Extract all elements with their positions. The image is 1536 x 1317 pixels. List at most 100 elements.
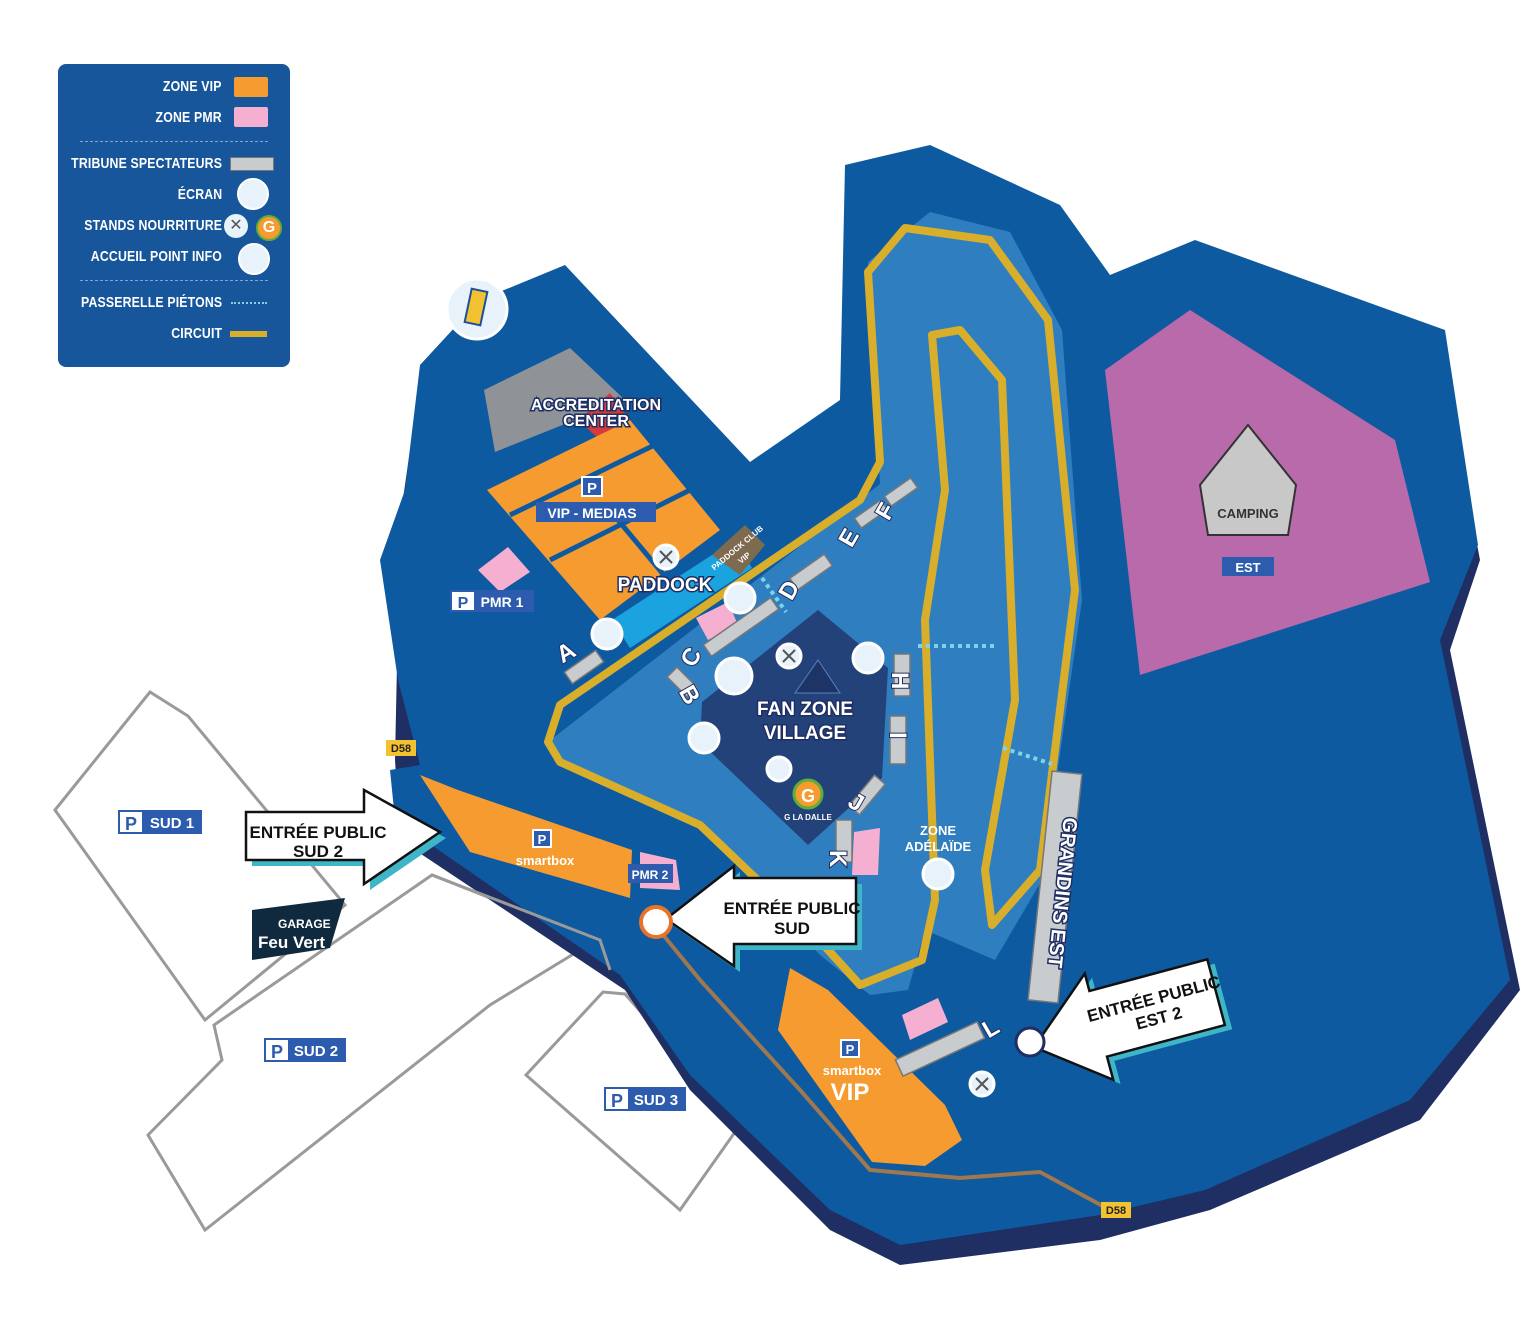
zone-adelaide-label: ADÉLAÏDE: [905, 839, 972, 854]
paddock-club-vip: [712, 525, 765, 575]
zone-adelaide-label: ZONE: [920, 823, 956, 838]
d58-badge: [1101, 1202, 1131, 1218]
entrance-sud-label: SUD: [774, 919, 810, 938]
grandstand-icon: [230, 157, 274, 171]
grandstand-h: [893, 653, 911, 697]
accreditation-building: [484, 348, 625, 452]
legend-swatch-pmr: [234, 107, 268, 127]
pmr1-label: PMR 1: [481, 594, 524, 610]
grandstand-d: [788, 553, 834, 591]
parking-p: P: [125, 814, 137, 834]
accreditation-label: CENTER: [563, 413, 629, 430]
parking-sud1-label: SUD 1: [150, 815, 194, 832]
footbridge: [760, 576, 788, 614]
pmr2-badge: [628, 864, 673, 883]
grandstand-grandins-est: [1027, 770, 1083, 1004]
grandstand-l: [894, 1020, 986, 1078]
legend-stands: STANDS NOURRITURE: [84, 217, 222, 234]
garage-logo-text: Feu Vert: [258, 933, 325, 952]
d58-label: D58: [1106, 1205, 1126, 1217]
legend-tribune: TRIBUNE SPECTATEURS: [71, 155, 222, 172]
road-d58: [653, 923, 1111, 1212]
vip-zone-southeast: [778, 968, 962, 1166]
fan-zone-label: VILLAGE: [764, 723, 846, 744]
entrance-sud-label: ENTRÉE PUBLIC: [724, 899, 861, 918]
paddock-area: [612, 540, 752, 648]
footbridge-icon: [231, 302, 267, 304]
legend-zone-pmr: ZONE PMR: [155, 109, 222, 126]
screen-icon: [921, 857, 955, 891]
parking-p: P: [611, 1091, 623, 1111]
vip-zone-south: [420, 775, 632, 898]
legend-circuit: CIRCUIT: [170, 325, 222, 342]
screen-icon: [687, 721, 721, 755]
legend-swatch-vip: [234, 77, 268, 97]
est-badge: [1222, 557, 1274, 576]
camping-tent-icon: [1198, 423, 1298, 536]
legend-passerelle: PASSERELLE PIÉTONS: [80, 294, 222, 311]
entrance-sud2[interactable]: ENTRÉE PUBLIC SUD 2: [244, 787, 446, 890]
pmr1-p: P: [458, 595, 469, 612]
entrance-sud2-label: ENTRÉE PUBLIC: [250, 823, 387, 842]
info-point-icon: [238, 243, 270, 275]
legend: ZONE VIP ZONE PMR TRIBUNE SPECTATEURS ÉC…: [58, 64, 290, 367]
garage-feu-vert-logo: [252, 898, 345, 960]
parking-p-label: P: [846, 1042, 855, 1057]
camping-label: CAMPING: [1217, 506, 1278, 521]
road-sud: [431, 873, 612, 971]
parking-p: P: [271, 1042, 283, 1062]
legend-ecran: ÉCRAN: [177, 186, 222, 203]
grandstand-k: [835, 819, 853, 863]
entrance-sud[interactable]: ENTRÉE PUBLIC SUD: [639, 863, 862, 972]
g-la-dalle-label: G LA DALLE: [784, 813, 832, 822]
fan-zone-label: FAN ZONE: [757, 699, 853, 720]
pmr-zone-k: [852, 828, 880, 875]
infield-area: [548, 212, 1082, 995]
tribune-letter-i: I: [884, 732, 911, 739]
parking-p-badge: [581, 476, 603, 497]
vip-label: VIP: [831, 1079, 870, 1106]
footbridge: [1002, 746, 1053, 766]
screen-icon: [723, 581, 757, 615]
food-icon: ✕: [224, 214, 248, 238]
parking-sud2-label: SUD 2: [294, 1043, 338, 1060]
grandstand-f: [883, 476, 919, 508]
grandstand-i: [889, 715, 907, 765]
smartbox-logo: smartbox: [516, 853, 575, 868]
stage-icon: [714, 656, 754, 696]
entrance-marker: [639, 905, 673, 939]
entrance-sud2-label: SUD 2: [293, 842, 343, 861]
d58-badge: [386, 740, 416, 756]
food-icon: [765, 755, 793, 783]
tribune-letter-k: K: [824, 850, 851, 868]
smartbox-logo: smartbox: [823, 1063, 882, 1078]
legend-accueil: ACCUEIL POINT INFO: [90, 248, 222, 265]
vip-medias-label: VIP - MEDIAS: [547, 505, 636, 521]
parking-p-label: P: [538, 832, 547, 847]
entrance-est2[interactable]: ENTRÉE PUBLIC EST 2: [1014, 940, 1239, 1103]
g-la-dalle-icon: G: [256, 215, 282, 241]
pmr-zone-est: [902, 998, 948, 1040]
accreditation-label: ACCREDITATION: [531, 397, 661, 414]
screen-icon: [590, 617, 624, 651]
pmr-zone-1: [478, 547, 530, 592]
circuit-track: [544, 224, 1079, 989]
grandstand-e: [853, 498, 889, 530]
pmr2-label: PMR 2: [632, 868, 669, 882]
grandstand-a: [563, 649, 605, 685]
pmr-zone-paddock: [696, 602, 738, 640]
tribune-letter-h: H: [886, 672, 913, 689]
screen-icon: [237, 178, 269, 210]
legend-zone-vip: ZONE VIP: [163, 78, 222, 95]
vip-medias-badge: [536, 502, 656, 522]
paddock-label: PADDOCK: [618, 575, 713, 596]
g-la-dalle-icon: [792, 778, 824, 810]
parking-p-label: P: [587, 480, 597, 497]
grandstand-j: [847, 774, 887, 816]
g-la-dalle-logo: G: [801, 786, 815, 806]
est-label: EST: [1235, 560, 1260, 575]
entrance-marker: [1014, 1026, 1046, 1058]
parking-sud3-label: SUD 3: [634, 1092, 678, 1109]
grandstand-c: [702, 596, 780, 658]
